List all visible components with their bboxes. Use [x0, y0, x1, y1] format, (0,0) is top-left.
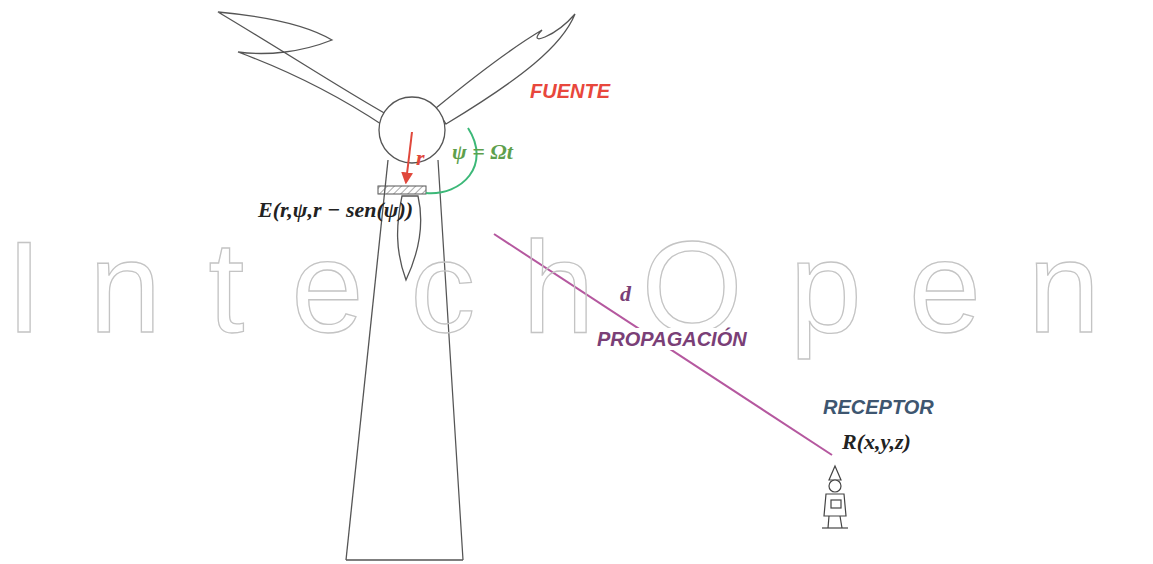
radius-symbol: r — [416, 146, 425, 170]
source-heading: FUENTE — [530, 80, 610, 102]
blade-element — [378, 186, 426, 194]
blade — [218, 12, 386, 126]
tower-edge — [438, 160, 463, 560]
tower-base — [346, 559, 463, 560]
distance-symbol: d — [620, 282, 631, 306]
propagation-heading: PROPAGACIÓN — [594, 328, 750, 350]
angle-formula: ψ = Ωt — [452, 140, 513, 164]
blade — [436, 14, 575, 124]
rotor-hub — [379, 97, 445, 163]
radius-arrow — [406, 132, 412, 182]
element-position: E(r,ψ,r − sen(ψ)) — [258, 198, 413, 222]
receptor-heading: RECEPTOR — [823, 396, 934, 418]
watermark: IntechOpen — [6, 222, 1147, 352]
receptor-position: R(x,y,z) — [842, 430, 911, 454]
receptor-person — [822, 466, 848, 528]
